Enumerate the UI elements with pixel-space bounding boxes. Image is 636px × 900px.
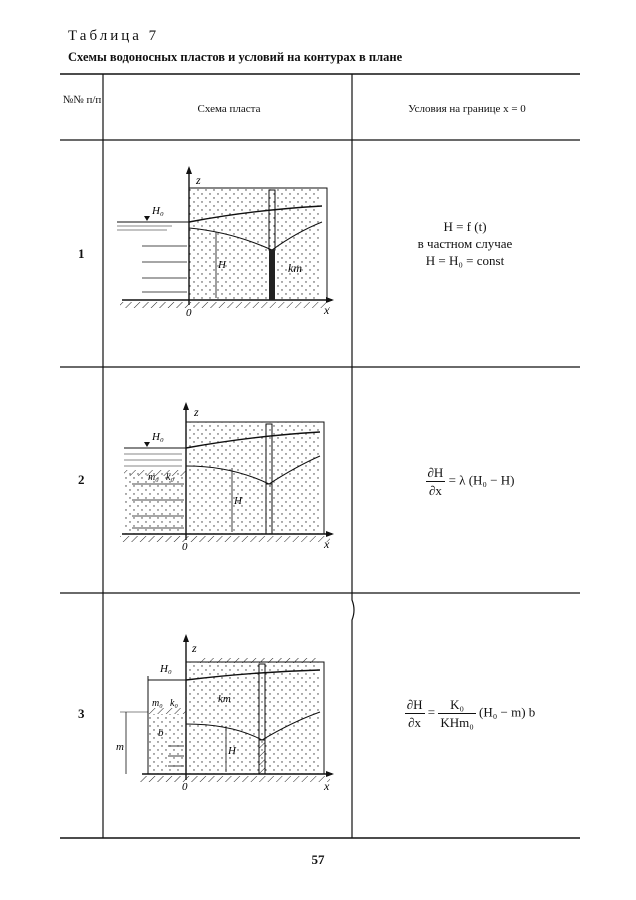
scheme-1-km-label: km [288, 261, 302, 275]
scheme-3-z-label: z [191, 641, 197, 655]
scheme-1-h0-label: H₀ [151, 205, 164, 217]
condition-3-denominator-2: KHm₀ [440, 715, 474, 730]
row-1-number: 1 [78, 246, 85, 261]
row-3-number: 3 [78, 706, 85, 721]
condition-2-fraction: ∂H ∂x [425, 464, 446, 499]
scheme-3-x-label: x [323, 779, 330, 793]
condition-1-line1: H = f (t) [443, 219, 487, 234]
header-col-scheme: Схема пласта [197, 103, 261, 115]
scheme-2-k0-label: k₀ [166, 472, 174, 483]
page-number: 57 [311, 852, 325, 867]
scheme-2-h0-label: H₀ [151, 431, 164, 443]
scheme-2-diagram: z x 0 H₀ m₀ k₀ H [120, 402, 334, 553]
condition-1: H = f (t) в частном случае H = H₀ = cons… [380, 218, 550, 269]
scheme-3-k0-label: k₀ [170, 698, 178, 709]
scheme-2-z-label: z [193, 405, 199, 419]
scheme-3-h-label: H [227, 745, 237, 757]
condition-3-rhs: (H₀ − m) b [479, 704, 536, 720]
table-label: Таблица 7 [68, 28, 160, 44]
scheme-3-h0-label: H₀ [159, 663, 172, 675]
scheme-1-h-label: H [217, 259, 227, 271]
scheme-3-m-label: m [116, 741, 124, 753]
scheme-3-b-label: b [158, 727, 164, 739]
scheme-2-x-label: x [323, 537, 330, 551]
scheme-3-diagram: z x 0 H₀ m₀ k₀ km b m H [116, 634, 334, 793]
condition-2-denominator: ∂x [428, 483, 442, 498]
header-col-num: №№ п/п [62, 94, 102, 106]
condition-3-equals: = [427, 704, 436, 720]
row-2-number: 2 [78, 472, 85, 487]
scheme-1-origin-label: 0 [186, 307, 192, 319]
condition-1-line3: H = H₀ = const [425, 253, 505, 268]
condition-3-fraction-2: K₀ KHm₀ [438, 696, 476, 731]
condition-3-denominator-1: ∂x [408, 715, 422, 730]
header-col-condition: Условия на границе x = 0 [408, 103, 526, 115]
condition-2-numerator: ∂H [425, 465, 446, 482]
condition-3: ∂H ∂x = K₀ KHm₀ (H₀ − m) b [370, 696, 570, 731]
condition-3-fraction-1: ∂H ∂x [404, 696, 425, 731]
condition-3-numerator-1: ∂H [404, 697, 425, 714]
scheme-3-m0-label: m₀ [152, 698, 163, 709]
scheme-1-x-label: x [323, 303, 330, 317]
scheme-1-diagram: z x 0 H₀ H km [117, 166, 334, 319]
scheme-2-origin-label: 0 [182, 541, 188, 553]
scheme-3-km-label: km [218, 693, 231, 705]
table-title: Схемы водоносных пластов и условий на ко… [68, 50, 403, 64]
scheme-2-h-label: H [233, 495, 243, 507]
scheme-1-z-label: z [195, 173, 201, 187]
scheme-2-m0-label: m₀ [148, 472, 159, 483]
condition-3-numerator-2: K₀ [438, 696, 476, 714]
condition-1-line2: в частном случае [417, 236, 513, 251]
condition-2-rhs: = λ (H₀ − H) [448, 472, 515, 488]
scheme-3-origin-label: 0 [182, 781, 188, 793]
condition-2: ∂H ∂x = λ (H₀ − H) [390, 464, 550, 499]
